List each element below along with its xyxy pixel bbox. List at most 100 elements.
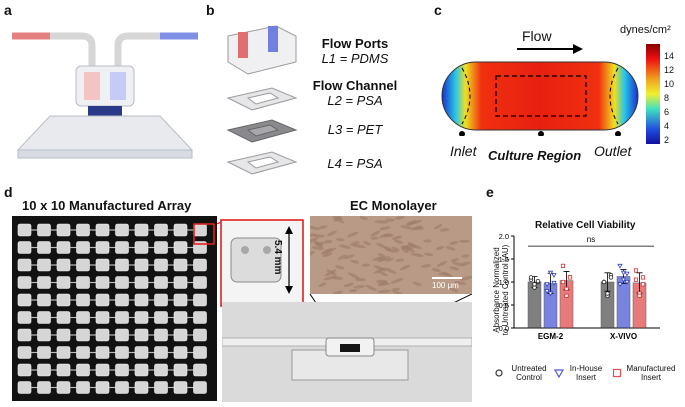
array-device-cell [154, 311, 168, 324]
array-device-cell [56, 258, 71, 272]
cell-shape [424, 252, 434, 257]
array-device-cell [173, 241, 188, 254]
cell-shape [394, 216, 405, 220]
x-category-label: EGM-2 [538, 332, 564, 341]
cell-shape [361, 263, 371, 267]
array-device-cell [115, 363, 129, 377]
array-device-cell [37, 311, 51, 324]
cell-shape [399, 264, 411, 271]
array-device-cell [173, 311, 188, 324]
array-device-cell [37, 241, 51, 254]
cell-shape [449, 266, 460, 271]
cell-shape [384, 267, 397, 274]
array-device-cell [76, 346, 90, 359]
array-device-cell [134, 258, 149, 272]
cell-shape [401, 247, 409, 253]
array-device-cell [95, 311, 110, 324]
cell-shape [363, 240, 371, 246]
layer-2-sub: L2 = PSA [327, 93, 383, 108]
cell-shape [436, 260, 447, 267]
array-device-cell [154, 328, 168, 342]
cell-shape [423, 239, 432, 243]
array-device-cell [17, 241, 32, 254]
array-device-cell [154, 276, 168, 289]
cell-shape [391, 287, 400, 292]
array-device-cell [95, 258, 110, 272]
cell-shape [404, 247, 415, 253]
cell-shape [410, 252, 424, 257]
cell-shape [452, 262, 466, 267]
array-device-cell [17, 328, 32, 342]
cell-shape [310, 225, 320, 231]
cell-shape [350, 259, 360, 264]
array-device-cell [76, 311, 90, 324]
cell-shape [421, 264, 431, 268]
array-device-cell [193, 293, 207, 307]
legend-manufactured-line2: Insert [640, 373, 661, 382]
cell-shape [400, 225, 413, 230]
cell-shape [359, 216, 368, 220]
array-device-cell [17, 311, 32, 324]
cell-shape [434, 224, 443, 230]
cell-shape [370, 236, 379, 240]
array-device-cell [193, 276, 207, 289]
legend-inhouse-line2: Insert [575, 373, 596, 382]
data-point [551, 280, 557, 286]
cell-shape [431, 268, 441, 273]
array-device-cell [76, 223, 90, 237]
array-device-cell [193, 363, 207, 377]
array-device-cell [115, 223, 129, 237]
array-device-cell [134, 328, 149, 342]
array-device-cell [37, 223, 51, 237]
cell-shape [376, 242, 387, 249]
legend-untreated-line2: Control [516, 373, 542, 382]
array-device-cell [56, 223, 71, 237]
layer-2-title: Flow Channel [312, 78, 398, 93]
cell-shape [327, 230, 337, 237]
array-device-cell [154, 363, 168, 377]
colorbar-tick: 8 [664, 93, 670, 103]
array-device-cell [76, 258, 90, 272]
cell-shape [459, 275, 472, 281]
array-device-cell [173, 276, 188, 289]
cell-shape [407, 242, 417, 248]
array-device-cell [17, 346, 32, 359]
monolayer-title: EC Monolayer [350, 198, 437, 213]
data-point [617, 282, 623, 288]
cell-shape [331, 216, 343, 220]
cell-shape [390, 278, 404, 284]
y-tick-label: 2.0 [499, 232, 509, 241]
array-device-cell [115, 276, 129, 289]
data-point [640, 275, 646, 280]
chart-title: Relative Cell Viability [535, 220, 636, 231]
inlet-label: Inlet [450, 143, 477, 159]
layer-4-sub: L4 = PSA [327, 156, 383, 171]
array-device-cell [173, 258, 188, 272]
data-point [532, 282, 537, 287]
cell-shape [343, 254, 355, 259]
cell-shape [331, 276, 344, 280]
array-device-cell [134, 293, 149, 307]
legend-untreated-line1: Untreated [511, 364, 547, 373]
culture-region-label: Culture Region [488, 148, 582, 163]
data-point [544, 282, 550, 288]
layer-1-title: Flow Ports [321, 36, 389, 51]
panel-c-letter: c [434, 2, 442, 18]
data-point [624, 280, 630, 285]
array-device-cell [56, 276, 71, 289]
data-point [567, 275, 573, 280]
cell-shape [343, 282, 354, 288]
cell-shape [347, 231, 359, 238]
colorbar-tick: 10 [664, 79, 675, 89]
array-device-cell [154, 258, 168, 272]
cell-shape [391, 246, 400, 252]
cell-shape [442, 271, 453, 278]
array-device-cell [17, 363, 32, 377]
data-point [633, 268, 639, 273]
colorbar [646, 44, 660, 144]
array-device-cell [134, 241, 149, 254]
cell-shape [352, 244, 366, 249]
array-device-cell [95, 223, 110, 237]
array-device-cell [76, 328, 90, 342]
array-device-cell [37, 258, 51, 272]
